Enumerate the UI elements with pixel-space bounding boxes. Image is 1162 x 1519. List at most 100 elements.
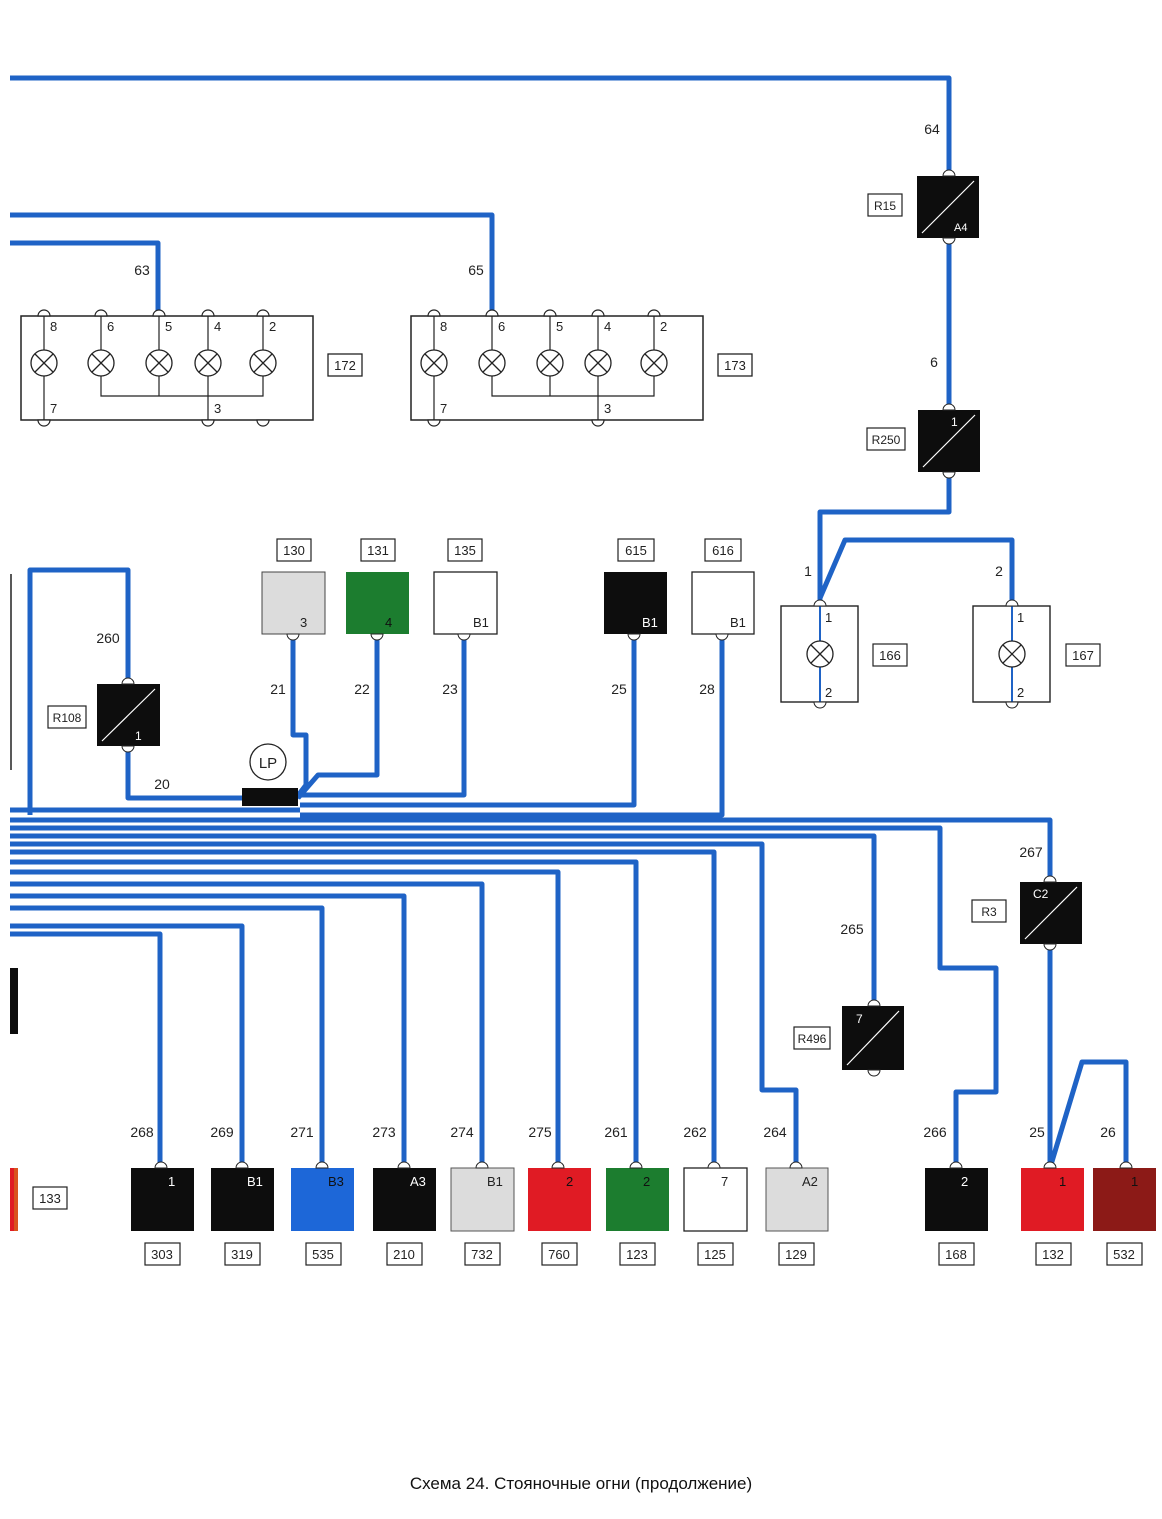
connector-pin: A3 (410, 1174, 426, 1189)
wire-bundle-261 (10, 859, 639, 1168)
connector-id: 303 (151, 1247, 173, 1262)
pin-label: 3 (604, 401, 611, 416)
wire-21 (290, 634, 309, 800)
bottom-connector-760: 2 760 (528, 1161, 591, 1266)
pin-label: 2 (269, 319, 276, 334)
lamp-166: 1 2 166 (780, 599, 908, 709)
pin-label: 8 (50, 319, 57, 334)
connector-id: 732 (471, 1247, 493, 1262)
component-id-166: 166 (879, 648, 901, 663)
relay-R15: A4 R15 (867, 169, 979, 245)
wire-bundle-273 (10, 893, 407, 1168)
bottom-connector-132: 1 132 (1021, 1161, 1084, 1266)
figure-caption: Схема 24. Стояночные огни (продолжение) (409, 1474, 753, 1493)
wire-bundle-275 (10, 869, 561, 1168)
connector-id: 130 (283, 543, 305, 558)
connector-id: 535 (312, 1247, 334, 1262)
top-connector-130: 3 130 (261, 538, 326, 641)
wire-label: 274 (450, 1124, 474, 1140)
top-connector-615: B1 615 (604, 538, 667, 641)
relay-pin: 1 (951, 415, 958, 429)
connector-pin: 2 (961, 1174, 968, 1189)
lamp-block-172: 8 6 5 4 2 7 3 172 (20, 309, 363, 427)
connector-pin: B1 (730, 615, 746, 630)
wire-labels: 64 6 63 65 1 2 260 20 21 22 23 25 28 267… (96, 121, 1116, 1140)
bottom-connector-535: B3 535 (291, 1161, 354, 1266)
wire-label: 28 (699, 681, 715, 697)
connector-pin: 2 (643, 1174, 650, 1189)
splice-LP: LP (242, 743, 298, 806)
wire-65 (10, 212, 495, 314)
connector-pin: B1 (487, 1174, 503, 1189)
wire-label: 260 (96, 630, 120, 646)
bottom-connector-129: A2 129 (765, 1161, 829, 1266)
lamp-icons-172 (30, 349, 277, 377)
pin-label: 3 (214, 401, 221, 416)
connector-pin: A2 (802, 1174, 818, 1189)
relay-pin: 1 (135, 729, 142, 743)
wire-22 (296, 634, 380, 800)
component-id-172: 172 (334, 358, 356, 373)
bottom-connector-532: 1 532 (1093, 1161, 1156, 1266)
connector-pin: B3 (328, 1174, 344, 1189)
wire-25 (300, 634, 637, 808)
connector-pin: 1 (1059, 1174, 1066, 1189)
pin-label: 6 (498, 319, 505, 334)
wire-label: 25 (1029, 1124, 1045, 1140)
connector-pin: 1 (168, 1174, 175, 1189)
pin-label: 7 (50, 401, 57, 416)
wire-bundle-267 (10, 817, 1053, 882)
wire-to-167 (817, 537, 1015, 604)
relay-pin: A4 (954, 222, 967, 234)
wire-label: 22 (354, 681, 370, 697)
top-connector-616: B1 616 (691, 538, 755, 641)
wire-label: 273 (372, 1124, 396, 1140)
connector-pin: 7 (721, 1174, 728, 1189)
top-connector-135: B1 135 (433, 538, 498, 641)
connector-id: 132 (1042, 1247, 1064, 1262)
wire-label: 261 (604, 1124, 628, 1140)
component-id-173: 173 (724, 358, 746, 373)
wire-left-frame (27, 567, 131, 815)
relay-label: R108 (53, 711, 82, 725)
pin-label: 4 (604, 319, 611, 334)
relay-label: R15 (874, 199, 896, 213)
connector-pin: B1 (642, 615, 658, 630)
wire-bundle-268 (10, 931, 163, 1168)
pin-label: 1 (1017, 610, 1024, 625)
connector-pin: B1 (247, 1174, 263, 1189)
wire-bundle-269 (10, 923, 245, 1168)
connector-id: 532 (1113, 1247, 1135, 1262)
wire-label: 26 (1100, 1124, 1116, 1140)
bottom-connector-732: B1 732 (450, 1161, 515, 1266)
wire-label: 1 (804, 563, 812, 579)
wire-bundle-271 (10, 905, 325, 1168)
pin-label: 5 (165, 319, 172, 334)
wire-label: 268 (130, 1124, 154, 1140)
wire-28 (300, 634, 725, 818)
component-id-133: 133 (39, 1191, 61, 1206)
pin-label: 7 (440, 401, 447, 416)
wire-label: 275 (528, 1124, 552, 1140)
wire-label: 65 (468, 262, 484, 278)
bottom-connector-319: B1 319 (211, 1161, 274, 1266)
relay-R496: 7 R496 (793, 999, 904, 1077)
wire-label: 6 (930, 354, 938, 370)
wire-23 (300, 634, 467, 798)
wire-label: 266 (923, 1124, 947, 1140)
relay-label: R496 (798, 1032, 827, 1046)
wire-label: 267 (1019, 844, 1043, 860)
bottom-connector-303: 1 303 (131, 1161, 194, 1266)
pin-label: 6 (107, 319, 114, 334)
relay-pin: 7 (856, 1012, 863, 1026)
pin-label: 5 (556, 319, 563, 334)
connector-id: 616 (712, 543, 734, 558)
lamp-block-173: 8 6 5 4 2 7 3 173 (410, 309, 753, 427)
wire-label: 63 (134, 262, 150, 278)
connector-id: 135 (454, 543, 476, 558)
wire-label: 265 (840, 921, 864, 937)
wire-r250-out (817, 472, 952, 602)
pin-label: 8 (440, 319, 447, 334)
connector-id: 131 (367, 543, 389, 558)
component-id-167: 167 (1072, 648, 1094, 663)
